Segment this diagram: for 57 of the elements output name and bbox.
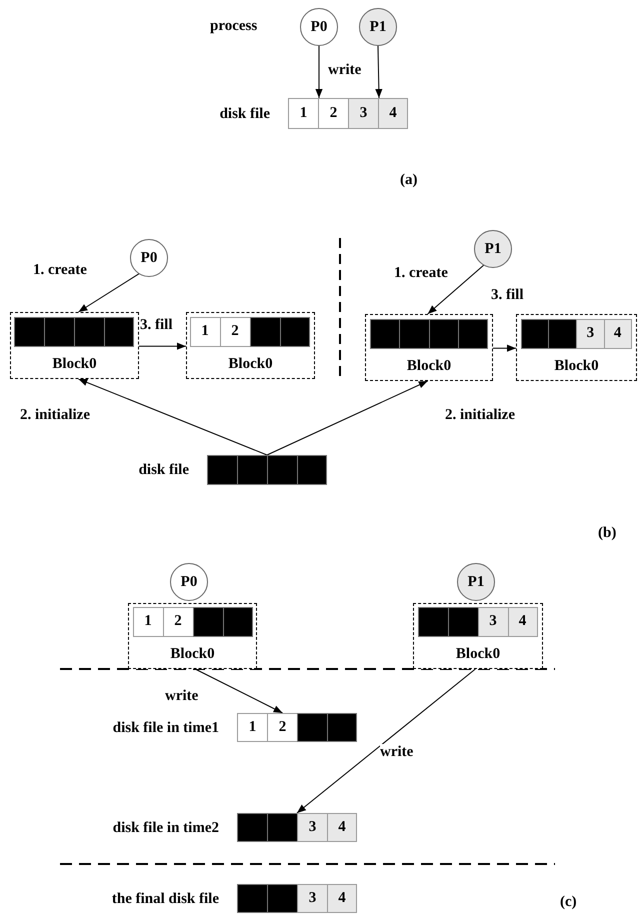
process-circle: P1 xyxy=(474,230,512,268)
arrow xyxy=(315,46,323,98)
arrow xyxy=(194,668,284,714)
data-cell: 3 xyxy=(348,98,379,129)
block-label: Block0 xyxy=(454,646,502,662)
strip-caption: disk file in time2 xyxy=(112,820,219,836)
process-circle: P0 xyxy=(170,563,208,601)
dashed-block-box xyxy=(128,603,257,669)
dashed-block-box xyxy=(186,312,315,379)
arrow xyxy=(296,668,476,814)
arrow xyxy=(138,342,186,350)
data-cell: 3 xyxy=(576,318,605,348)
arrow xyxy=(375,46,382,98)
block-label: Block0 xyxy=(51,356,98,372)
empty-cell xyxy=(458,318,488,348)
data-cell: 2 xyxy=(220,316,250,346)
arrow xyxy=(492,344,516,352)
arrow xyxy=(427,264,484,314)
process-circle: P1 xyxy=(457,563,495,601)
panel-label: (a) xyxy=(400,172,418,188)
strip-caption: disk file xyxy=(220,106,270,122)
data-cell: 4 xyxy=(604,318,632,348)
dashed-block-box xyxy=(516,314,637,381)
panel-label: (c) xyxy=(560,894,577,910)
data-cell: 4 xyxy=(508,606,538,636)
data-cell: 1 xyxy=(132,606,164,636)
arrow xyxy=(78,378,268,456)
strip-caption: disk file xyxy=(138,462,189,478)
process-circle: P0 xyxy=(300,8,338,46)
row-label: process xyxy=(210,18,258,34)
disk-file-strip xyxy=(237,884,357,913)
data-cell: 3 xyxy=(297,813,328,842)
data-cell: 2 xyxy=(162,606,194,636)
disk-file-strip xyxy=(237,813,357,842)
arrow xyxy=(266,380,428,456)
data-cell: 4 xyxy=(327,884,357,913)
process-circle: P1 xyxy=(359,8,397,46)
dashed-block-box xyxy=(413,603,543,669)
block-label: Block0 xyxy=(169,646,216,662)
data-cell: 1 xyxy=(190,316,220,346)
dashed-block-box xyxy=(365,314,493,381)
process-circle: P0 xyxy=(130,239,168,277)
empty-cell xyxy=(520,318,550,348)
data-cell: 4 xyxy=(327,813,357,842)
arrow xyxy=(78,272,140,312)
panel-label: (b) xyxy=(598,525,616,541)
block-label: Block0 xyxy=(553,358,600,374)
block-label: Block0 xyxy=(227,356,274,372)
empty-cell xyxy=(548,318,577,348)
data-cell: 3 xyxy=(297,884,328,913)
dashed-block-box xyxy=(10,312,139,379)
disk-file-strip xyxy=(207,455,327,485)
data-cell: 3 xyxy=(478,606,508,636)
strip-caption: the final disk file xyxy=(112,890,219,906)
block-label: Block0 xyxy=(406,358,452,374)
data-cell: 4 xyxy=(378,98,408,129)
strip-caption: disk file in time1 xyxy=(112,720,219,736)
